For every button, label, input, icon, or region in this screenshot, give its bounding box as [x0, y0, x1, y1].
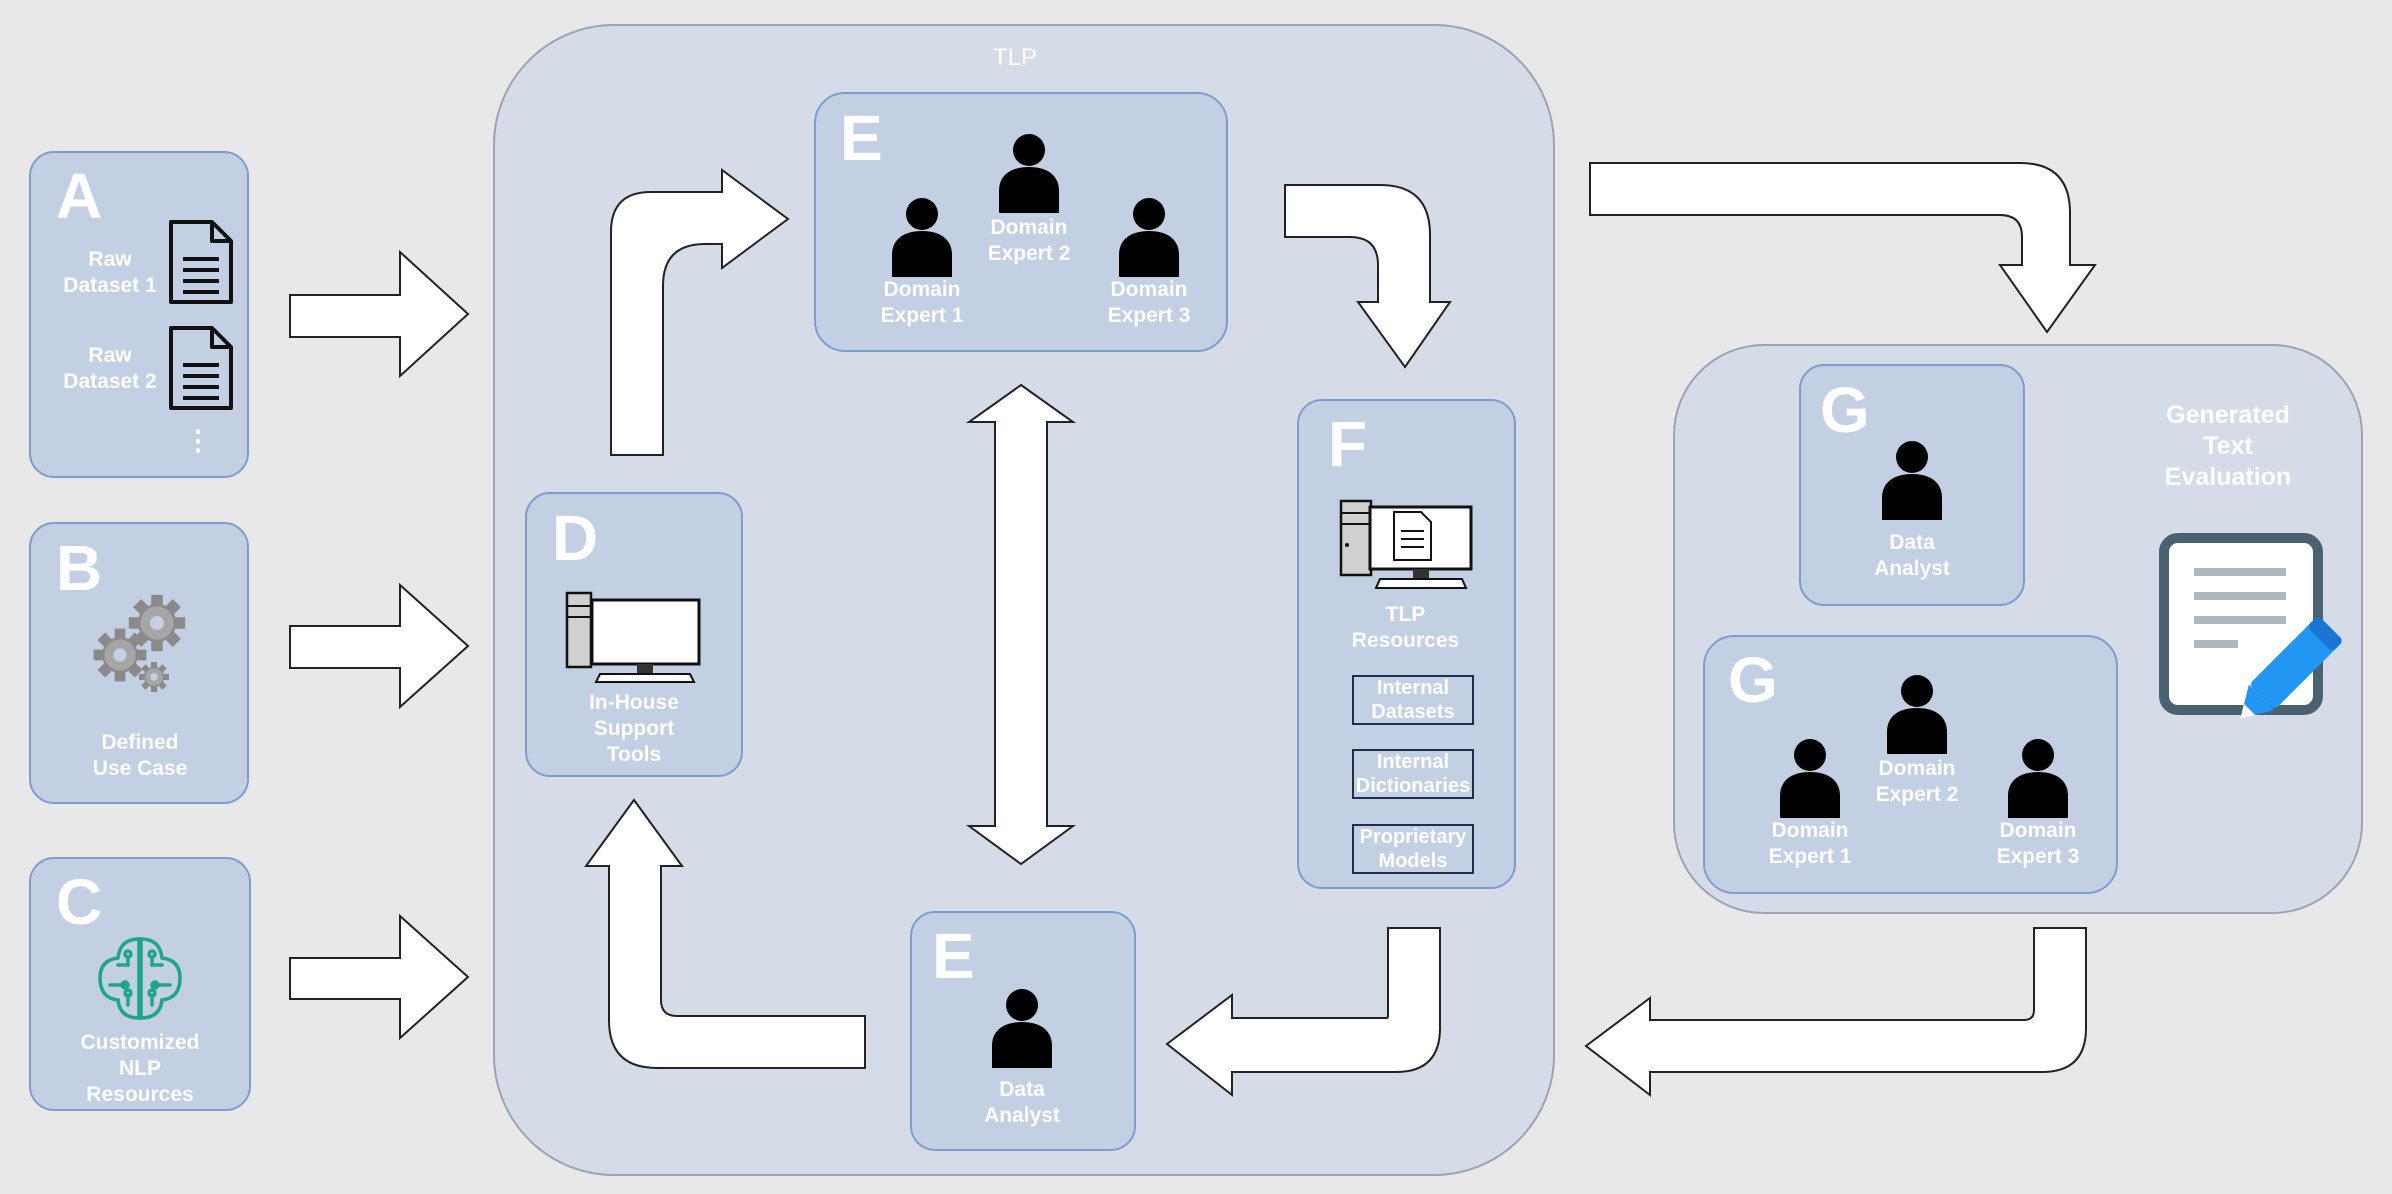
internal-datasets-box: Internal Datasets — [1352, 675, 1474, 725]
internal-dictionaries-box: Internal Dictionaries — [1352, 749, 1474, 799]
defined-use-case-label: Defined Use Case — [92, 731, 188, 780]
arrow-d-to-e — [610, 168, 790, 456]
evaluation-pencil-icon — [2159, 533, 2342, 719]
arrow-c-to-tlp — [289, 913, 470, 1041]
evaluation-data-analyst-label: Data Analyst — [1874, 531, 1950, 580]
arrow-e-bidirectional — [965, 383, 1077, 866]
panel-a-letter: A — [56, 160, 103, 232]
gear-icon — [139, 662, 169, 692]
tlp-resources-label: TLP Resources — [1351, 603, 1460, 652]
nlp-brain-icon — [98, 937, 182, 1020]
internal-dictionaries-label: Internal Dictionaries — [1355, 751, 1471, 797]
arrow-e-to-d — [584, 798, 866, 1069]
panel-g-experts — [1703, 635, 2118, 894]
panel-e-top-letter: E — [840, 102, 883, 174]
domain-expert-2-label: Domain Expert 2 — [987, 216, 1071, 265]
internal-datasets-label: Internal Datasets — [1371, 677, 1455, 723]
panel-d-letter: D — [552, 502, 599, 574]
panel-g-experts-letter: G — [1728, 644, 1778, 716]
panel-b-letter: B — [56, 532, 103, 604]
arrow-e-to-f — [1284, 184, 1452, 369]
evaluation-domain-expert-1-label: Domain Expert 1 — [1768, 819, 1852, 868]
evaluation-domain-expert-3-label: Domain Expert 3 — [1996, 819, 2080, 868]
in-house-support-tools-label: In-House Support Tools — [589, 691, 679, 766]
domain-expert-3-label: Domain Expert 3 — [1107, 278, 1191, 327]
computer-doc-icon — [1339, 499, 1473, 589]
proprietary-models-box: Proprietary Models — [1352, 824, 1474, 874]
panel-e-top — [814, 92, 1228, 352]
panel-b — [29, 522, 249, 804]
raw-dataset-1-label: Raw Dataset 1 — [63, 248, 157, 297]
proprietary-models-label: Proprietary Models — [1359, 826, 1467, 872]
arrow-f-to-e — [1165, 927, 1441, 1098]
arrow-b-to-tlp — [289, 582, 470, 710]
arrow-evaluation-to-tlp — [1584, 927, 2087, 1098]
arrow-tlp-to-evaluation — [1589, 162, 2097, 334]
panel-c-letter: C — [56, 866, 103, 938]
domain-expert-1-label: Domain Expert 1 — [880, 278, 964, 327]
computer-icon — [565, 591, 701, 683]
raw-dataset-2-label: Raw Dataset 2 — [63, 344, 157, 393]
panel-a — [29, 151, 249, 478]
panel-e-bottom-letter: E — [932, 920, 975, 992]
arrow-a-to-tlp — [289, 249, 470, 379]
tlp-title: TLP — [992, 44, 1037, 71]
more-datasets-ellipsis: ⋮ — [184, 425, 212, 456]
customized-nlp-resources-label: Customized NLP Resources — [80, 1031, 200, 1106]
panel-g-analyst-letter: G — [1820, 374, 1870, 446]
evaluation-domain-expert-2-label: Domain Expert 2 — [1875, 757, 1959, 806]
panel-f-letter: F — [1328, 408, 1368, 480]
generated-text-evaluation-title: Generated Text Evaluation — [2164, 401, 2292, 491]
gear-icon — [128, 594, 186, 652]
data-analyst-label: Data Analyst — [984, 1078, 1060, 1127]
